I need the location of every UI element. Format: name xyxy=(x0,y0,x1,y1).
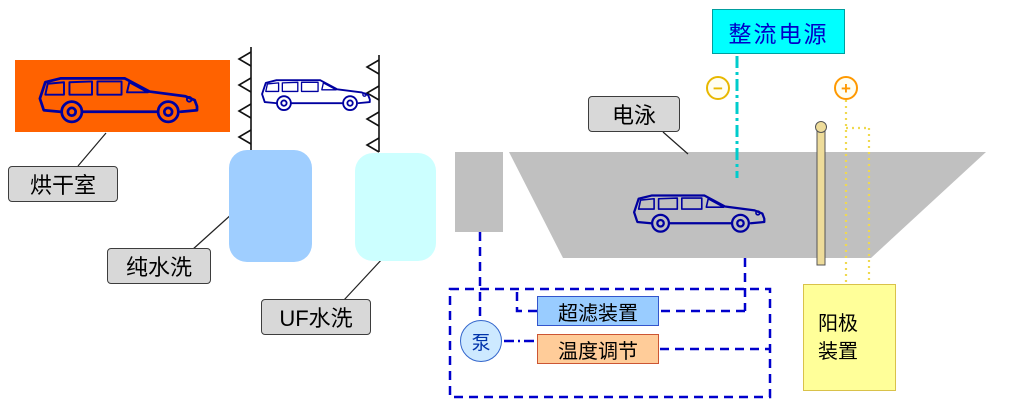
car-silhouette-icon xyxy=(261,79,371,111)
ultrafiltration-unit: 超滤装置 xyxy=(537,296,659,326)
car-silhouette-icon xyxy=(38,76,199,124)
pump: 泵 xyxy=(460,320,502,362)
pipe-ultrafiltration-stub xyxy=(515,289,537,313)
drying-room-chamber xyxy=(15,60,230,132)
plus-terminal-icon: + xyxy=(834,76,858,100)
electrophoresis-tank-shape xyxy=(455,152,986,258)
minus-terminal-icon: − xyxy=(706,76,730,100)
anode-device-box: 阳极 装置 xyxy=(803,284,896,391)
rectifier-power-supply: 整流电源 xyxy=(712,9,845,54)
tank-trapezoid xyxy=(509,152,986,258)
pure-water-wash-label: 纯水洗 xyxy=(107,248,211,284)
drying-room-label: 烘干室 xyxy=(8,166,118,202)
anode-rod-icon xyxy=(815,121,827,266)
car-silhouette-icon xyxy=(632,194,766,233)
electrophoresis-label: 电泳 xyxy=(588,96,680,132)
spray-nozzle-icon xyxy=(237,51,380,153)
circulation-pipes xyxy=(448,232,772,399)
pure-water-wash-tank xyxy=(229,150,312,262)
uf-wash-label: UF水洗 xyxy=(261,299,371,335)
label-connector-lines xyxy=(77,131,689,301)
spray-pipes xyxy=(237,47,380,153)
circulation-loop-outline xyxy=(448,287,772,399)
tank-left-block xyxy=(455,152,503,232)
uf-wash-tank xyxy=(355,153,436,261)
temperature-control-unit: 温度调节 xyxy=(537,334,659,364)
anode-lines xyxy=(844,100,871,284)
